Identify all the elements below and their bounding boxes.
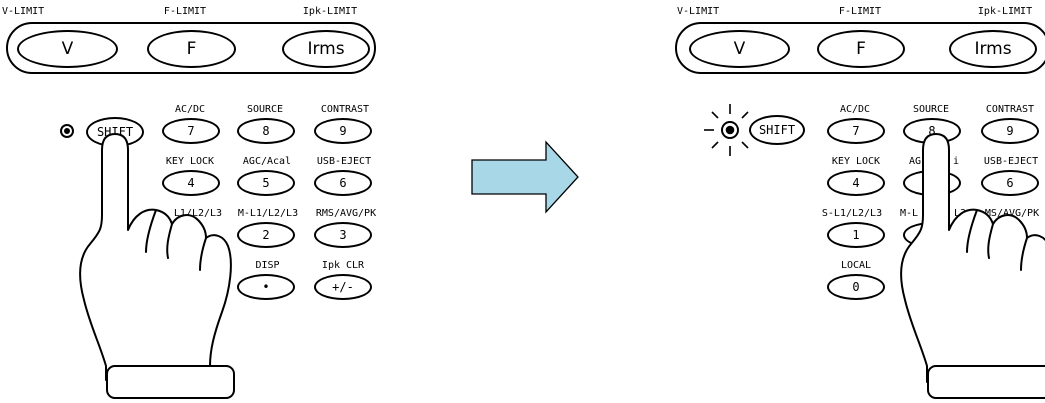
label-rms-avg-pk: RMS/AVG/PK	[315, 208, 377, 219]
irms-key[interactable]: Irms	[949, 30, 1037, 68]
key-7[interactable]: 7	[162, 118, 220, 144]
label-ipk-limit: Ipk-LIMIT	[977, 6, 1033, 17]
label-s-l1-l2-l3: L1/L2/L3	[173, 208, 223, 219]
indicator-lamp-icon	[60, 124, 74, 138]
label-agc-acal: AGC/Acal	[242, 156, 292, 167]
key-2[interactable]: 2	[237, 222, 295, 248]
label-key-lock: KEY LOCK	[165, 156, 215, 167]
label-s-l1-l2-l3: S-L1/L2/L3	[821, 208, 883, 219]
panel-after: V-LIMIT F-LIMIT Ipk-LIMIT V F Irms SHIFT…	[645, 0, 1045, 403]
label-ipk-clr: Ipk CLR	[321, 260, 365, 271]
label-f-limit: F-LIMIT	[163, 6, 207, 17]
label-acal-partial: i	[952, 156, 960, 167]
key-9[interactable]: 9	[314, 118, 372, 144]
key-4[interactable]: 4	[827, 170, 885, 196]
label-disp: DISP	[255, 260, 280, 271]
f-key[interactable]: F	[817, 30, 905, 68]
label-m-l-partial: M-L	[899, 208, 919, 219]
shift-key[interactable]: SHIFT	[749, 115, 805, 145]
f-key[interactable]: F	[147, 30, 236, 68]
v-key[interactable]: V	[17, 30, 118, 68]
hand-pressing-icon	[79, 133, 235, 399]
key-6[interactable]: 6	[314, 170, 372, 196]
key-6[interactable]: 6	[981, 170, 1039, 196]
label-usb-eject: USB-EJECT	[983, 156, 1039, 167]
key-5[interactable]: 5	[237, 170, 295, 196]
key-0[interactable]: 0	[827, 274, 885, 300]
key-decimal[interactable]: •	[237, 274, 295, 300]
panel-before: V-LIMIT F-LIMIT Ipk-LIMIT V F Irms SHIFT…	[0, 0, 420, 403]
label-ipk-limit: Ipk-LIMIT	[302, 6, 358, 17]
key-9[interactable]: 9	[981, 118, 1039, 144]
right-arrow-icon	[471, 140, 579, 214]
label-rms-avg-pk-partial: MS/AVG/PK	[984, 208, 1040, 219]
label-source: SOURCE	[246, 104, 284, 115]
label-f-limit: F-LIMIT	[838, 6, 882, 17]
key-8[interactable]: 8	[237, 118, 295, 144]
lamp-lit-rays-icon	[704, 104, 749, 156]
label-ac-dc: AC/DC	[839, 104, 871, 115]
label-ac-dc: AC/DC	[174, 104, 206, 115]
key-7[interactable]: 7	[827, 118, 885, 144]
irms-key[interactable]: Irms	[282, 30, 370, 68]
label-key-lock: KEY LOCK	[831, 156, 881, 167]
label-source: SOURCE	[912, 104, 950, 115]
label-v-limit: V-LIMIT	[2, 6, 45, 17]
label-m-l1-l2-l3: M-L1/L2/L3	[237, 208, 299, 219]
v-key[interactable]: V	[689, 30, 790, 68]
hand-pressing-icon	[900, 133, 1045, 399]
label-v-limit: V-LIMIT	[677, 6, 720, 17]
key-1[interactable]: 1	[827, 222, 885, 248]
key-plus-minus[interactable]: +/-	[314, 274, 372, 300]
label-contrast: CONTRAST	[985, 104, 1035, 115]
key-3[interactable]: 3	[314, 222, 372, 248]
key-4[interactable]: 4	[162, 170, 220, 196]
label-contrast: CONTRAST	[320, 104, 370, 115]
label-local: LOCAL	[840, 260, 872, 271]
shift-key[interactable]: SHIFT	[86, 117, 144, 147]
label-agc-partial: AG	[908, 156, 922, 167]
label-usb-eject: USB-EJECT	[316, 156, 372, 167]
